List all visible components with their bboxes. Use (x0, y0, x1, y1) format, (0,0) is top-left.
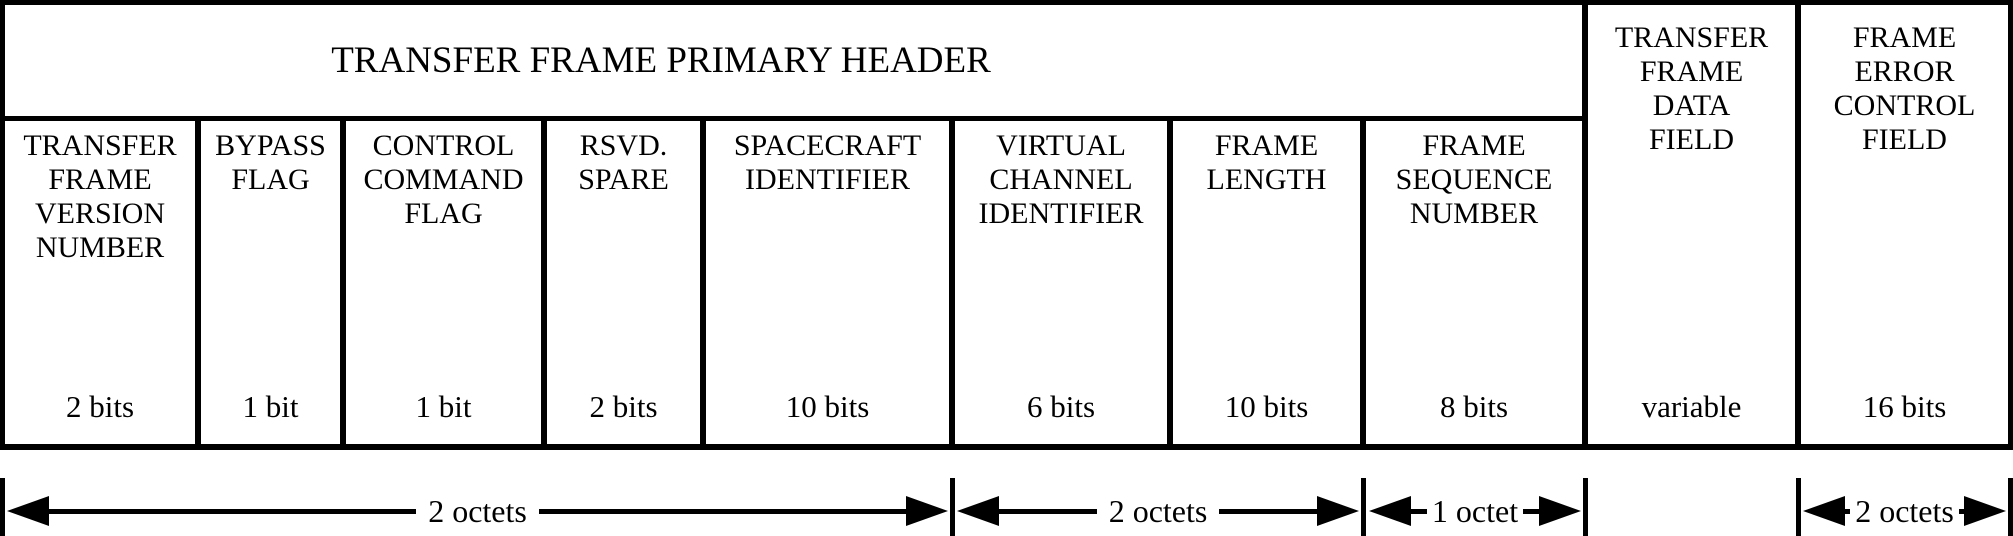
octet-span-label: 2 octets (428, 493, 527, 529)
field-cell-control-command-flag: CONTROL COMMAND FLAG 1 bit (346, 121, 541, 444)
field-bits-label: 1 bit (242, 389, 299, 424)
field-cell-frame-length: FRAME LENGTH 10 bits (1173, 121, 1360, 444)
field-cell-spacecraft-identifier: SPACECRAFT IDENTIFIER 10 bits (706, 121, 949, 444)
field-bits-label: 1 bit (415, 389, 472, 424)
octet-span-label: 2 octets (1855, 493, 1954, 529)
arrow-line (1411, 508, 1427, 514)
octet-span-frame-sequence: 1 octet (1369, 481, 1581, 536)
arrow-line (538, 508, 907, 514)
primary-header-cell: TRANSFER FRAME PRIMARY HEADER (5, 5, 1582, 116)
field-label: SPACECRAFT IDENTIFIER (733, 129, 922, 196)
field-bits-label: 6 bits (1026, 389, 1096, 424)
arrow-line (49, 508, 417, 514)
field-bits-label: 2 bits (65, 389, 135, 424)
tick-mark (1583, 478, 1588, 536)
arrow-line (1958, 508, 1965, 514)
field-label: BYPASS FLAG (215, 129, 326, 196)
octet-span-label: 1 octet (1431, 493, 1519, 529)
arrow-line (999, 508, 1097, 514)
field-bits-label: 2 bits (589, 389, 658, 424)
tick-mark (0, 478, 5, 536)
field-bits-label: 10 bits (785, 389, 870, 424)
field-bits-label: 10 bits (1224, 389, 1309, 424)
field-label: FRAME LENGTH (1206, 129, 1327, 196)
octet-span-label: 2 octets (1108, 493, 1208, 529)
tick-mark (1361, 478, 1366, 536)
field-bits-label: variable (1641, 389, 1742, 424)
tick-mark (950, 478, 955, 536)
arrowhead-left-icon (7, 496, 49, 526)
field-label: CONTROL COMMAND FLAG (363, 129, 524, 230)
primary-header-title: TRANSFER FRAME PRIMARY HEADER (331, 39, 991, 81)
field-bits-label: 8 bits (1439, 389, 1509, 424)
field-cell-bypass-flag: BYPASS FLAG 1 bit (201, 121, 340, 444)
field-cell-rsvd-spare: RSVD. SPARE 2 bits (547, 121, 700, 444)
arrow-line (1523, 508, 1539, 514)
tick-mark (2008, 478, 2013, 536)
field-label: RSVD. SPARE (578, 129, 669, 196)
field-cell-transfer-frame-data-field: TRANSFER FRAME DATA FIELD variable (1588, 5, 1795, 444)
field-cell-virtual-channel-identifier: VIRTUAL CHANNEL IDENTIFIER 6 bits (955, 121, 1167, 444)
frame-format-table: TRANSFER FRAME PRIMARY HEADER TRANSFER F… (0, 0, 2013, 450)
field-label: FRAME SEQUENCE NUMBER (1395, 129, 1553, 230)
octet-span-frame-error-control: 2 octets (1803, 481, 2007, 536)
field-cell-frame-sequence-number: FRAME SEQUENCE NUMBER 8 bits (1366, 121, 1582, 444)
tick-mark (1796, 478, 1801, 536)
arrowhead-right-icon (1964, 496, 2007, 526)
field-bits-label: 16 bits (1862, 389, 1947, 424)
field-label: TRANSFER FRAME VERSION NUMBER (23, 129, 177, 264)
arrow-line (1219, 508, 1318, 514)
field-cell-transfer-frame-version-number: TRANSFER FRAME VERSION NUMBER 2 bits (5, 121, 195, 444)
octet-span-primary-header-second: 2 octets (957, 481, 1360, 536)
arrow-line (1845, 508, 1851, 514)
field-label: FRAME ERROR CONTROL FIELD (1833, 21, 1976, 156)
arrowhead-left-icon (957, 496, 999, 526)
field-cell-frame-error-control-field: FRAME ERROR CONTROL FIELD 16 bits (1801, 5, 2008, 444)
arrowhead-right-icon (906, 496, 949, 526)
arrowhead-right-icon (1539, 496, 1581, 526)
field-label: TRANSFER FRAME DATA FIELD (1614, 21, 1769, 156)
arrowhead-left-icon (1369, 496, 1411, 526)
arrowhead-left-icon (1803, 496, 1845, 526)
field-label: VIRTUAL CHANNEL IDENTIFIER (978, 129, 1144, 230)
octet-span-primary-header-first: 2 octets (7, 481, 949, 536)
arrowhead-right-icon (1317, 496, 1360, 526)
